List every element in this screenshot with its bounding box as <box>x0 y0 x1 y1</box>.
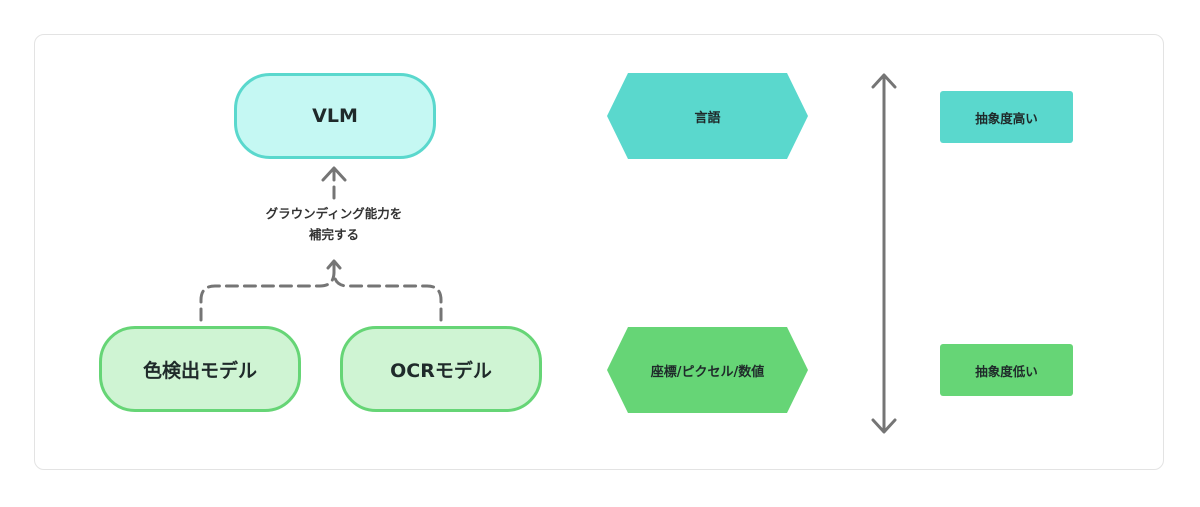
edge-note-line-1: グラウンディング能力を <box>265 206 403 221</box>
color-detection-model-label: 色検出モデル <box>142 359 257 382</box>
dashed-bracket <box>199 270 336 322</box>
vlm-node: VLM <box>234 73 436 159</box>
hexagon-language <box>607 73 808 159</box>
abstraction-high-tag: 抽象度高い <box>940 91 1073 143</box>
ocr-model-node: OCRモデル <box>340 326 542 412</box>
axis-arrow-down-icon <box>871 418 897 434</box>
abstraction-low-tag: 抽象度低い <box>940 344 1073 396</box>
arrowhead-up-icon <box>321 166 347 182</box>
arrowhead-small-up-icon <box>326 259 342 270</box>
dashed-bracket-right <box>332 270 443 322</box>
edge-note-line-2: 補完する <box>308 227 359 242</box>
abstraction-high-text: 抽象度高い <box>975 110 1038 126</box>
abstraction-low-text: 抽象度低い <box>975 363 1038 379</box>
coordinate-level-text: 座標/ピクセル/数値 <box>650 364 765 380</box>
axis-arrow-up-icon <box>871 73 897 89</box>
ocr-model-label: OCRモデル <box>390 359 492 382</box>
hexagon-coordinates <box>607 327 808 413</box>
color-detection-model-node: 色検出モデル <box>99 326 301 412</box>
coordinate-level-label: 座標/ピクセル/数値 <box>607 327 808 413</box>
language-level-text: 言語 <box>694 110 721 126</box>
vlm-node-label: VLM <box>312 105 358 127</box>
edge-note: グラウンディング能力を 補完する <box>248 203 420 245</box>
language-level-label: 言語 <box>607 73 808 159</box>
